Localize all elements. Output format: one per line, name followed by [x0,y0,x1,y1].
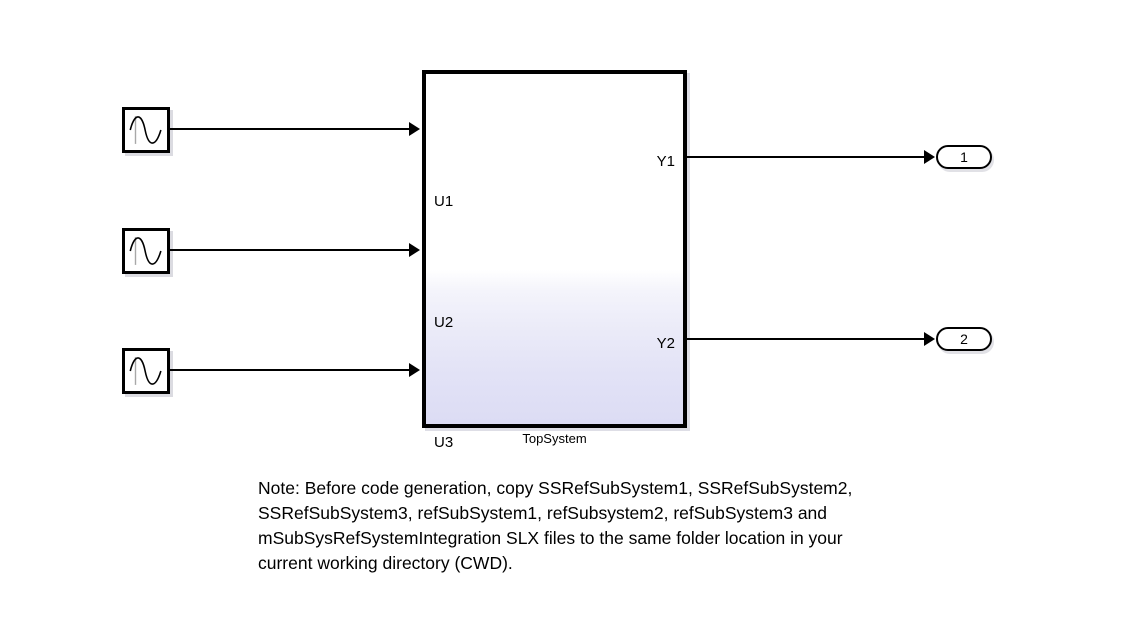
annotation-note: Note: Before code generation, copy SSRef… [258,476,988,576]
sine-wave-source-block-2[interactable] [122,228,170,274]
inport-label-u1: U1 [434,193,454,210]
arrowhead-outport2 [924,332,935,346]
outport-block-2[interactable]: 2 [936,327,992,351]
annotation-note-line-4: current working directory (CWD). [258,553,513,573]
inport-label-u3: U3 [434,434,454,451]
sine-wave-icon [125,351,167,391]
sine-wave-source-block-3[interactable] [122,348,170,394]
subsystem-block-topsystem[interactable]: U1 U2 U3 Y1 Y2 [422,70,687,450]
sine-wave-icon [125,231,167,271]
signal-line-source1-to-u1 [170,128,413,130]
arrowhead-u1 [409,122,420,136]
sine-wave-icon [125,110,167,150]
annotation-note-line-3: mSubSysRefSystemIntegration SLX files to… [258,528,843,548]
arrowhead-u3 [409,363,420,377]
outport-label-y1: Y1 [656,153,675,170]
outport-block-2-label: 2 [960,331,968,347]
arrowhead-u2 [409,243,420,257]
signal-line-y1-to-outport1 [687,156,927,158]
inport-label-u2: U2 [434,314,454,331]
outport-label-y2: Y2 [656,335,675,352]
sine-wave-source-block-1[interactable] [122,107,170,153]
outport-block-1-label: 1 [960,149,968,165]
arrowhead-outport1 [924,150,935,164]
annotation-note-line-1: Note: Before code generation, copy SSRef… [258,478,853,498]
signal-line-source2-to-u2 [170,249,413,251]
outport-block-1[interactable]: 1 [936,145,992,169]
signal-line-y2-to-outport2 [687,338,927,340]
signal-line-source3-to-u3 [170,369,413,371]
subsystem-caption: TopSystem [522,431,587,446]
annotation-note-line-2: SSRefSubSystem3, refSubSystem1, refSubsy… [258,503,828,523]
